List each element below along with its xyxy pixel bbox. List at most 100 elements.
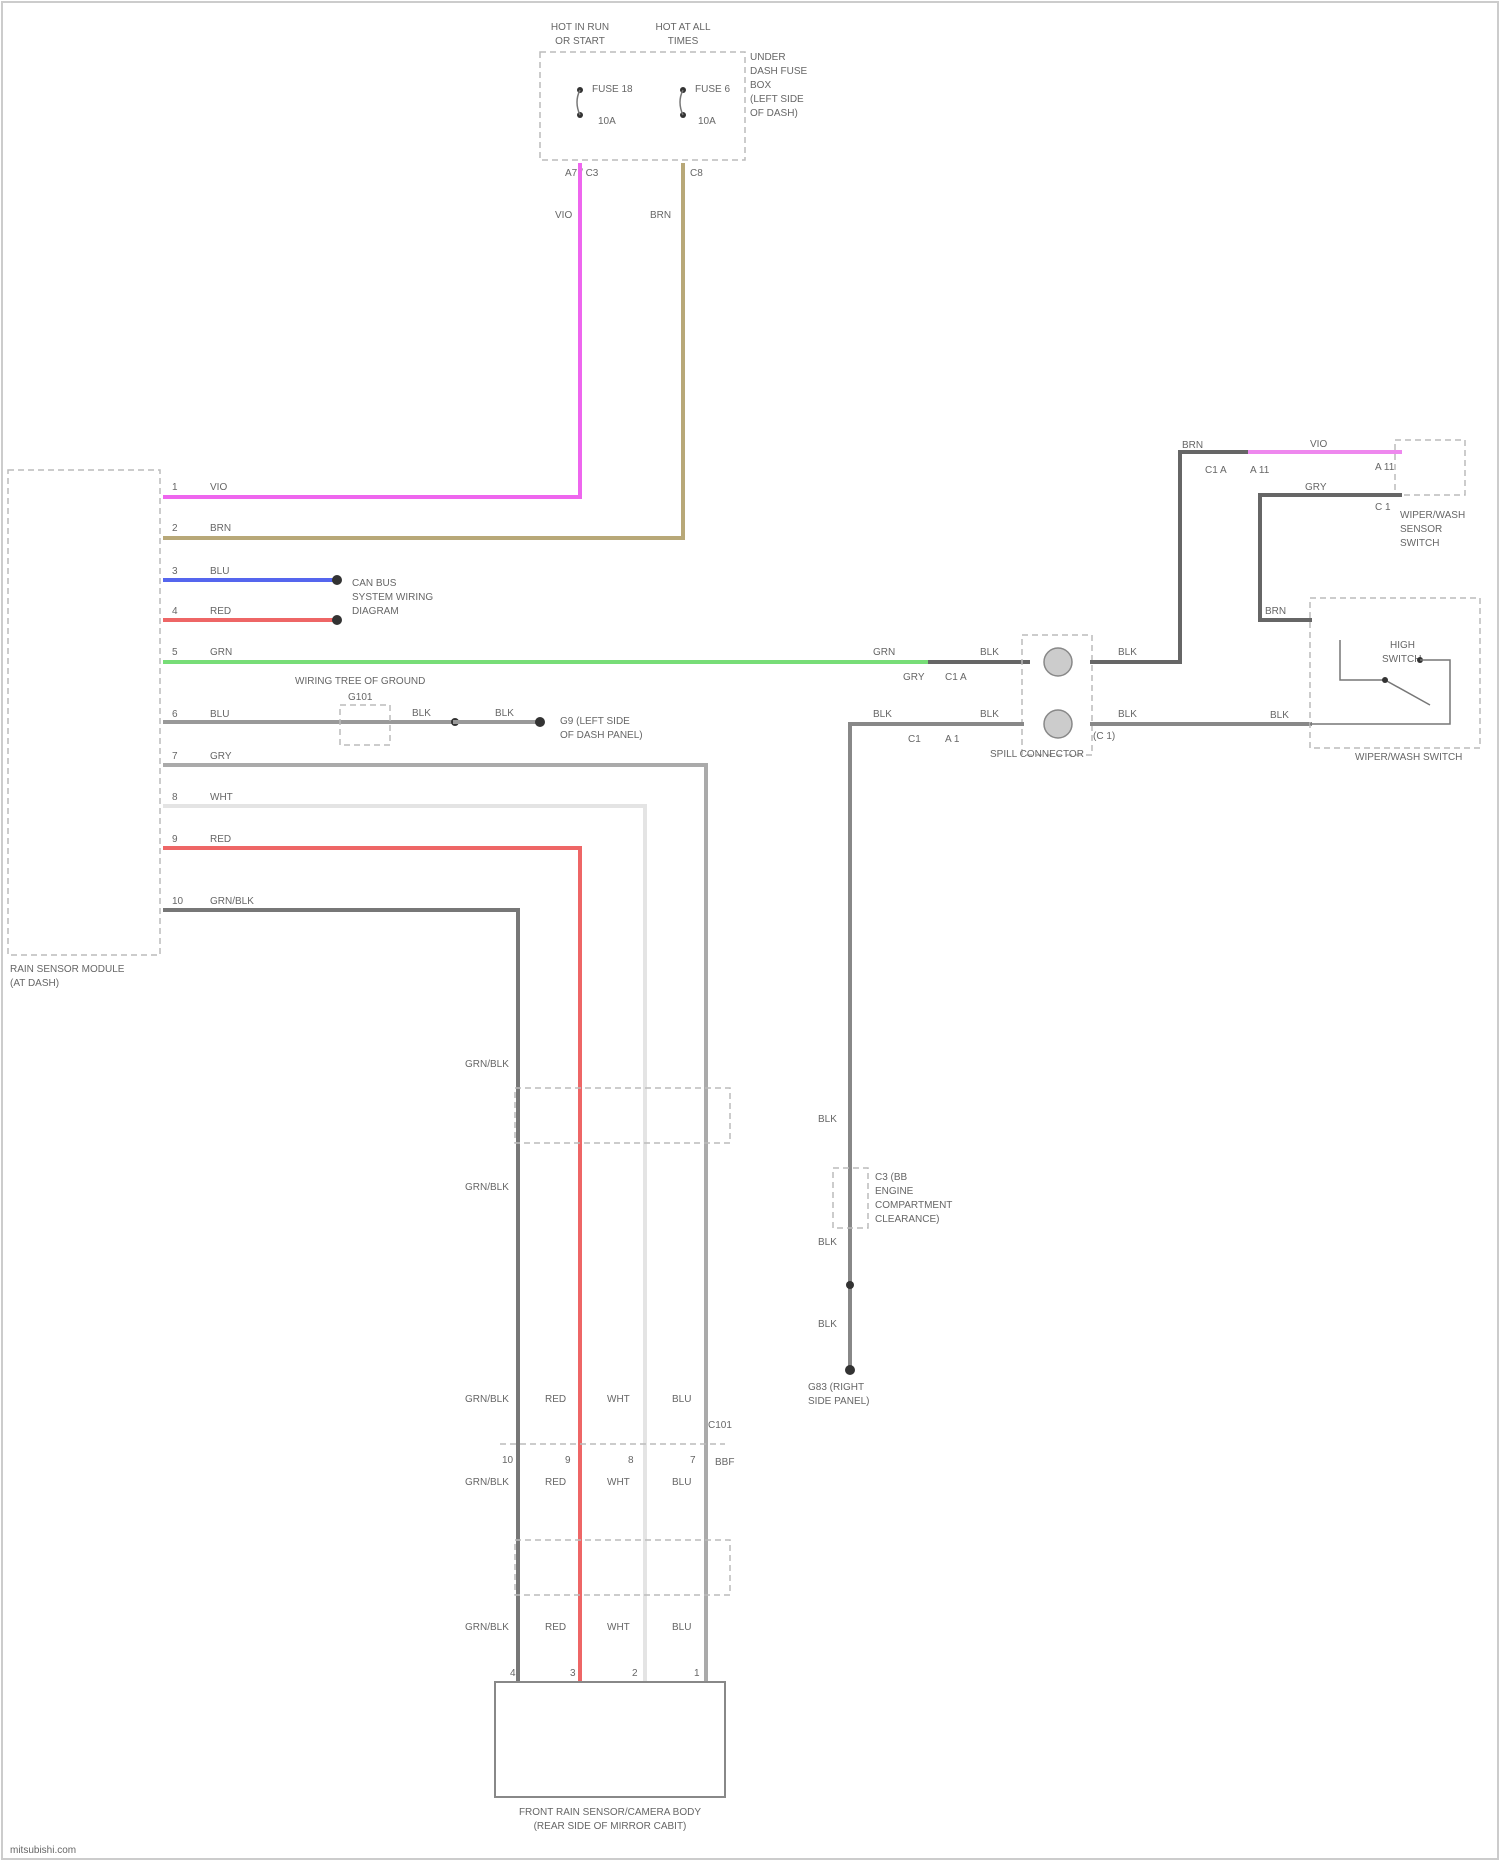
module-pin-10-wire: GRN/BLK	[210, 896, 254, 907]
ground-terminal	[535, 717, 545, 727]
harness-connector-1	[515, 1088, 730, 1143]
wiper-switch-pivot	[1382, 677, 1388, 683]
module-pin-7: 7	[172, 751, 178, 762]
bottom-pin-4: 1	[694, 1668, 700, 1679]
module-pins: 1 VIO 2 BRN 3 BLU 4 RED 5 GRN 6 BLU 7 GR…	[172, 482, 254, 907]
fuse-18-amp: 10A	[598, 116, 616, 127]
fuse-wire-brn-label: BRN	[650, 210, 671, 221]
module-pin-7-wire: GRY	[210, 751, 232, 762]
ground-connector: WIRING TREE OF GROUND G101 BLK BLK G9 (L…	[295, 676, 643, 745]
wire-grn-blk	[165, 910, 518, 1680]
module-pin-9: 9	[172, 834, 178, 845]
row3-wire-4: BLU	[672, 1394, 691, 1405]
relay-out-top: BLK	[1118, 647, 1137, 658]
ground-connector-outline	[340, 705, 390, 745]
module-caption-1: RAIN SENSOR MODULE	[10, 964, 125, 975]
fuse-box-caption-3: BOX	[750, 80, 771, 91]
relay-pin-a: GRY	[903, 672, 925, 683]
module-pin-3: 3	[172, 566, 178, 577]
spill-connector: GRN GRY C1 A BLK SPILL CONNECTOR (C 1) B…	[850, 452, 1310, 1370]
c101-side: BBF	[715, 1457, 734, 1468]
relay-left-bottom-pin-b: A 1	[945, 734, 960, 745]
module-pin-2-wire: BRN	[210, 523, 231, 534]
wiper-switch-contact	[1385, 680, 1430, 705]
relay-left-bottom-wire: BLK	[873, 709, 892, 720]
c101-pin-3: 8	[628, 1455, 634, 1466]
module-pin-5: 5	[172, 647, 178, 658]
module-pin-3-wire: BLU	[210, 566, 229, 577]
ground-label-2: OF DASH PANEL)	[560, 730, 643, 741]
relay-wire-in: GRN	[873, 647, 895, 658]
ground-chain-label-4: CLEARANCE)	[875, 1214, 939, 1225]
wiper-wash-switch: HIGH SWITCH WIPER/WASH SWITCH BLK	[1270, 598, 1480, 763]
harness-connector-2	[515, 1540, 730, 1595]
ground-connector-caption: WIRING TREE OF GROUND	[295, 676, 425, 687]
ground-wire-2: BLK	[495, 708, 514, 719]
wire-ground-chain	[850, 724, 1022, 1370]
wiper-inner-label-2: SWITCH	[1382, 654, 1421, 665]
ground-connector-pin: G101	[348, 692, 373, 703]
wire-brn	[165, 165, 683, 538]
wiper-inner-label-1: HIGH	[1390, 640, 1415, 651]
module-pin-6: 6	[172, 709, 178, 720]
module-outline	[8, 470, 160, 955]
upper-right-pin-vio: A 11	[1375, 462, 1395, 473]
module-caption-2: (AT DASH)	[10, 978, 59, 989]
upper-right-sensor: BRN C1 A A 11 VIO A 11 GRY C 1 WIPER/WAS…	[1182, 439, 1465, 620]
row5-wire-4: BLU	[672, 1622, 691, 1633]
relay-right-top-wire: BLK	[980, 647, 999, 658]
wiper-wire-bottom: BLK	[1270, 710, 1289, 721]
upper-right-wire-vio: VIO	[1310, 439, 1327, 450]
can-terminal-blu	[332, 575, 342, 585]
hot-in-run-label-1: HOT IN RUN	[551, 22, 609, 33]
ground-chain-terminal	[845, 1365, 855, 1375]
upper-right-wire-top: BRN	[1182, 440, 1203, 451]
row3-wire-2: RED	[545, 1394, 566, 1405]
relay-terminal-top	[1044, 648, 1072, 676]
relay-out-bottom: BLK	[1118, 709, 1137, 720]
spill-connector-caption-2: (C 1)	[1093, 731, 1115, 742]
row3-wire-1: GRN/BLK	[465, 1394, 509, 1405]
row4-wire-2: RED	[545, 1477, 566, 1488]
hot-at-all-times-label-2: TIMES	[668, 36, 699, 47]
module-pin-2: 2	[172, 523, 178, 534]
bottom-pin-2: 3	[570, 1668, 576, 1679]
harness-w2: GRN/BLK	[465, 1182, 509, 1193]
front-rain-sensor-body: FRONT RAIN SENSOR/CAMERA BODY (REAR SIDE…	[495, 1682, 725, 1832]
harness-w1: GRN/BLK	[465, 1059, 509, 1070]
fuse-pin-right: C8	[690, 168, 703, 179]
wire-gry-upper	[1260, 495, 1400, 620]
ground-chain: BLK C3 (BB ENGINE COMPARTMENT CLEARANCE)…	[808, 1114, 952, 1407]
fuse-6-label: FUSE 6	[695, 84, 730, 95]
can-terminal-red	[332, 615, 342, 625]
row4-wire-1: GRN/BLK	[465, 1477, 509, 1488]
footer-text: mitsubishi.com	[10, 1845, 76, 1856]
ground-chain-label-3: COMPARTMENT	[875, 1200, 952, 1211]
row5-wire-3: WHT	[607, 1622, 630, 1633]
ground-chain-wire-low: BLK	[818, 1319, 837, 1330]
upper-right-pin-b: A 11	[1250, 465, 1270, 476]
fuse-18-label: FUSE 18	[592, 84, 633, 95]
wire-top-right-route	[1092, 452, 1250, 662]
fuse-box-caption-5: OF DASH)	[750, 108, 798, 119]
module-pin-6-wire: BLU	[210, 709, 229, 720]
c101-pin-2: 9	[565, 1455, 571, 1466]
fuse-wire-vio-label: VIO	[555, 210, 572, 221]
fuse-box-caption-1: UNDER	[750, 52, 786, 63]
wire-vio	[165, 165, 580, 497]
hot-in-run-label-2: OR START	[555, 36, 605, 47]
row5-wire-2: RED	[545, 1622, 566, 1633]
c101-label: C101	[708, 1420, 732, 1431]
fuse-6-amp: 10A	[698, 116, 716, 127]
ground-wire-1: BLK	[412, 708, 431, 719]
front-rain-sensor-caption-1: FRONT RAIN SENSOR/CAMERA BODY	[519, 1807, 701, 1818]
module-pin-8-wire: WHT	[210, 792, 233, 803]
row4-wire-4: BLU	[672, 1477, 691, 1488]
fuse-6-symbol	[680, 90, 683, 115]
hot-at-all-times-label-1: HOT AT ALL	[655, 22, 710, 33]
fuse-box-caption-2: DASH FUSE	[750, 66, 808, 77]
module-pin-1: 1	[172, 482, 178, 493]
row4-wire-3: WHT	[607, 1477, 630, 1488]
